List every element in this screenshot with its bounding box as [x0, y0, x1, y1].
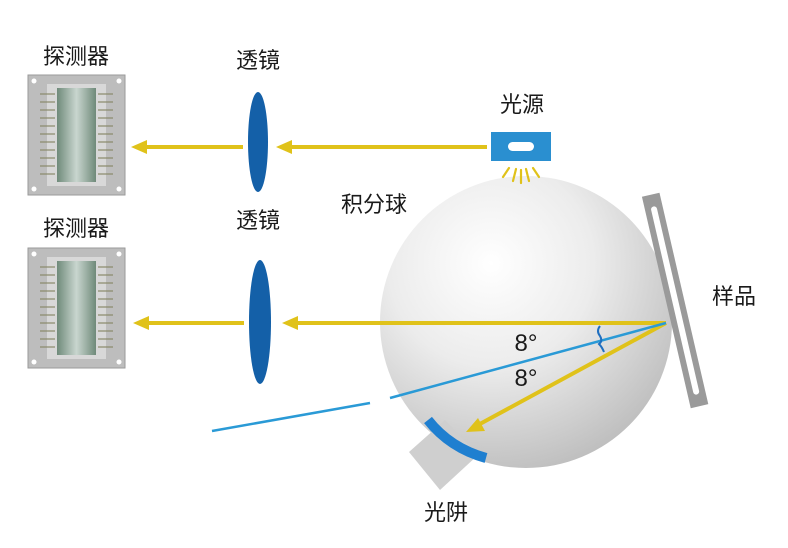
angle-bracket-icon: [597, 325, 605, 353]
reference-line: [389, 321, 667, 400]
sample-label: 样品: [712, 285, 756, 310]
light-trap-label: 光阱: [424, 501, 468, 526]
light-source-label: 光源: [500, 93, 544, 118]
sample-holder: [641, 192, 709, 409]
reference-line-extension: [211, 401, 371, 433]
lens-top-label: 透镜: [236, 49, 280, 74]
beam-arrowhead: [466, 418, 485, 432]
integrating-sphere-label: 积分球: [341, 193, 407, 218]
beam-arrowhead: [131, 140, 147, 154]
light-source-icon: [491, 132, 551, 185]
beam-sample-to-trap: [477, 321, 667, 427]
detector-bottom-label: 探测器: [43, 217, 109, 242]
beam-arrowhead: [282, 316, 298, 330]
light-trap-icon: [409, 416, 488, 490]
beam-arrowhead: [133, 316, 149, 330]
detector-top-label: 探测器: [43, 45, 109, 70]
detector-top: [27, 74, 126, 196]
lens-bottom-icon: [249, 260, 271, 384]
angle-label-incident: 8°: [515, 330, 538, 357]
detector-bottom: [27, 247, 126, 369]
lens-top-icon: [248, 92, 268, 192]
beam-arrowhead: [276, 140, 292, 154]
angle-label-specular: 8°: [515, 365, 538, 392]
lens-bottom-label: 透镜: [236, 209, 280, 234]
